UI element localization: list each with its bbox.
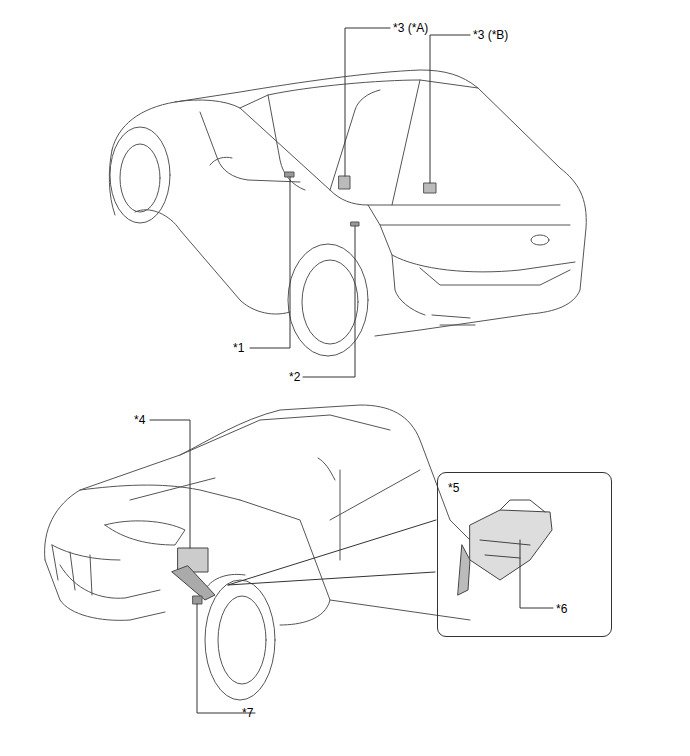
ecu-inset-picture — [458, 500, 552, 595]
callout-number: *4 — [134, 413, 145, 427]
callout-number: *3 (*A) — [393, 21, 428, 35]
front-car-outline — [45, 405, 470, 700]
rear-car-outline — [109, 70, 586, 356]
callout-number: *2 — [289, 370, 300, 384]
callout-number: *5 — [448, 481, 459, 495]
callout-number: *1 — [233, 341, 244, 355]
callout-number: *3 (*B) — [473, 28, 508, 42]
callout-number: *6 — [556, 602, 567, 616]
callout-number: *7 — [242, 706, 253, 720]
inset-box: *5 *6 — [437, 472, 612, 637]
leader-lines — [150, 28, 553, 713]
